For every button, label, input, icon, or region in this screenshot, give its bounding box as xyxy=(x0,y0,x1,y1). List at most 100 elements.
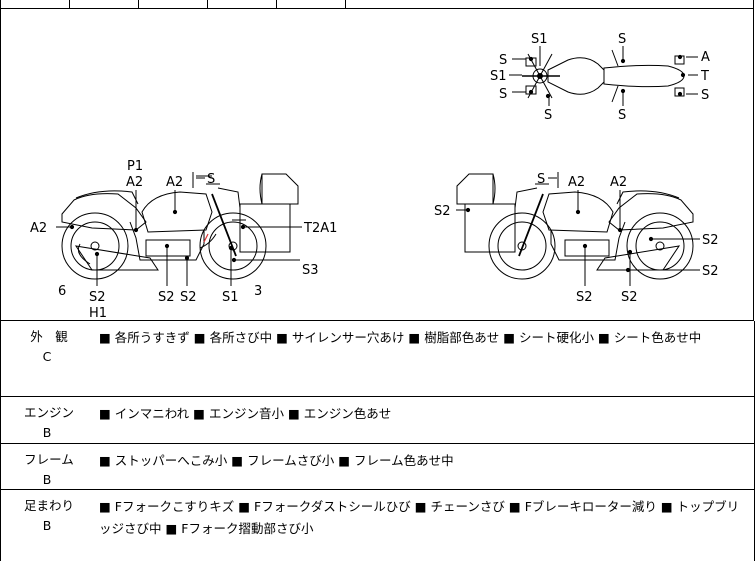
bullet-square-icon: ■ xyxy=(408,330,425,345)
label-left-s2-c: S2 xyxy=(180,290,197,305)
bullet-square-icon: ■ xyxy=(99,406,115,421)
bullet-square-icon: ■ xyxy=(99,453,115,468)
condition-item: インマニわれ xyxy=(114,406,190,421)
bullet-square-icon: ■ xyxy=(165,521,182,536)
condition-item: Fフォーク摺動部さび小 xyxy=(181,521,314,536)
bullet-square-icon: ■ xyxy=(597,330,614,345)
label-left-3: 3 xyxy=(254,284,262,299)
label-left-a2-b: A2 xyxy=(166,175,183,190)
condition-item: 樹脂部色あせ xyxy=(424,330,500,345)
condition-label: エンジン B xyxy=(1,403,93,443)
label-right-a2-a: A2 xyxy=(568,175,585,190)
label-left-s3: S3 xyxy=(302,263,319,278)
label-left-a2-a: A2 xyxy=(126,175,143,190)
condition-item: トップブリッジさび中 xyxy=(99,499,740,536)
condition-item: シート硬化小 xyxy=(518,330,594,345)
bullet-square-icon: ■ xyxy=(503,330,519,345)
condition-item: Fフォークダストシールひび xyxy=(254,499,411,514)
left-side-leaders xyxy=(56,172,302,286)
bullet-square-icon: ■ xyxy=(99,330,115,345)
label-left-a2-c: A2 xyxy=(30,221,47,236)
condition-items: ■ ストッパーへこみ小 ■ フレームさび小 ■ フレーム色あせ中 xyxy=(99,450,746,472)
label-right-a2-b: A2 xyxy=(610,175,627,190)
top-view-labels: S1 S S S1 S S S A T S xyxy=(490,32,710,123)
top-view xyxy=(522,49,685,103)
top-view-leaders xyxy=(509,46,698,106)
bullet-square-icon: ■ xyxy=(287,406,304,421)
condition-item: 各所うすきず xyxy=(114,330,190,345)
condition-item: フレーム色あせ中 xyxy=(354,453,454,468)
condition-item: フレームさび小 xyxy=(247,453,335,468)
condition-label: フレーム B xyxy=(1,450,93,490)
condition-name: エンジン xyxy=(23,405,74,420)
bullet-square-icon: ■ xyxy=(231,453,248,468)
condition-item: Fフォークこすりキズ xyxy=(114,499,235,514)
condition-item: シート色あせ中 xyxy=(613,330,702,345)
condition-row-frame: フレーム B ■ ストッパーへこみ小 ■ フレームさび小 ■ フレーム色あせ中 xyxy=(0,444,755,490)
label-right-s2-c: S2 xyxy=(702,264,719,279)
bullet-square-icon: ■ xyxy=(660,499,677,514)
condition-item: 各所さび中 xyxy=(209,330,273,345)
label-left-p1: P1 xyxy=(127,159,143,174)
label-left-s1: S1 xyxy=(222,290,239,305)
label-right-s: S xyxy=(537,172,545,187)
label-right-s2-b: S2 xyxy=(702,233,719,248)
condition-grade: B xyxy=(42,425,52,440)
bullet-square-icon: ■ xyxy=(193,406,209,421)
condition-item: Fブレーキローター減り xyxy=(524,499,657,514)
label-right-s2-a: S2 xyxy=(434,204,451,219)
motorcycle-damage-diagram: S1 S S S1 S S S A T S xyxy=(30,32,719,321)
label-left-s2-a: S2 xyxy=(89,290,106,305)
label-top-s-a: S xyxy=(618,32,626,47)
bullet-square-icon: ■ xyxy=(276,330,292,345)
bullet-square-icon: ■ xyxy=(193,330,210,345)
bullet-square-icon: ■ xyxy=(99,499,115,514)
right-side-leaders xyxy=(456,172,700,286)
condition-name: フレーム xyxy=(24,452,74,467)
label-top-s1-b: S1 xyxy=(490,69,507,84)
condition-item: チェーンさび xyxy=(430,499,505,514)
condition-item: ストッパーへこみ小 xyxy=(114,453,228,468)
condition-grade: C xyxy=(42,349,52,364)
left-side-red-mark xyxy=(203,233,209,243)
label-left-6: 6 xyxy=(58,284,66,299)
condition-item: エンジン色あせ xyxy=(303,406,392,421)
condition-items: ■ インマニわれ ■ エンジン音小 ■ エンジン色あせ xyxy=(99,403,746,425)
condition-grade: B xyxy=(42,518,52,533)
label-top-t: T xyxy=(700,69,709,84)
label-left-h1: H1 xyxy=(89,306,107,321)
bullet-square-icon: ■ xyxy=(508,499,525,514)
condition-item: エンジン音小 xyxy=(208,406,284,421)
label-left-t2a1: T2A1 xyxy=(303,221,337,236)
label-top-s-b: S xyxy=(499,53,507,68)
bullet-square-icon: ■ xyxy=(414,499,431,514)
label-top-a: A xyxy=(701,50,710,65)
label-right-s2-e: S2 xyxy=(621,290,638,305)
damage-diagram-box xyxy=(0,8,754,321)
label-top-s-d: S xyxy=(544,108,552,123)
condition-items: ■ Fフォークこすりキズ ■ Fフォークダストシールひび ■ チェーンさび ■ … xyxy=(99,496,746,540)
right-side-labels: S A2 A2 S2 S2 S2 S2 S2 xyxy=(434,172,719,305)
condition-item: サイレンサー穴あけ xyxy=(291,330,405,345)
condition-name: 足まわり xyxy=(23,498,74,513)
condition-name: 外 観 xyxy=(30,329,68,344)
condition-row-suspension: 足まわり B ■ Fフォークこすりキズ ■ Fフォークダストシールひび ■ チェ… xyxy=(0,490,755,561)
condition-label: 足まわり B xyxy=(1,496,93,536)
label-top-s-c: S xyxy=(499,87,507,102)
condition-row-exterior: 外 観 C ■ 各所うすきず ■ 各所さび中 ■ サイレンサー穴あけ ■ 樹脂部… xyxy=(0,321,755,397)
bullet-square-icon: ■ xyxy=(338,453,355,468)
label-left-s: S xyxy=(207,172,215,187)
condition-grade: B xyxy=(42,472,52,487)
condition-items: ■ 各所うすきず ■ 各所さび中 ■ サイレンサー穴あけ ■ 樹脂部色あせ ■ … xyxy=(99,327,746,349)
label-top-s-f: S xyxy=(701,88,709,103)
label-top-s1-a: S1 xyxy=(531,32,548,47)
label-right-s2-d: S2 xyxy=(576,290,593,305)
label-top-s-e: S xyxy=(618,108,626,123)
bullet-square-icon: ■ xyxy=(238,499,255,514)
condition-row-engine: エンジン B ■ インマニわれ ■ エンジン音小 ■ エンジン色あせ xyxy=(0,397,755,444)
left-side-view xyxy=(61,173,299,280)
label-left-s2-b: S2 xyxy=(158,290,175,305)
condition-label: 外 観 C xyxy=(1,327,93,367)
table-top-strip xyxy=(0,0,754,9)
